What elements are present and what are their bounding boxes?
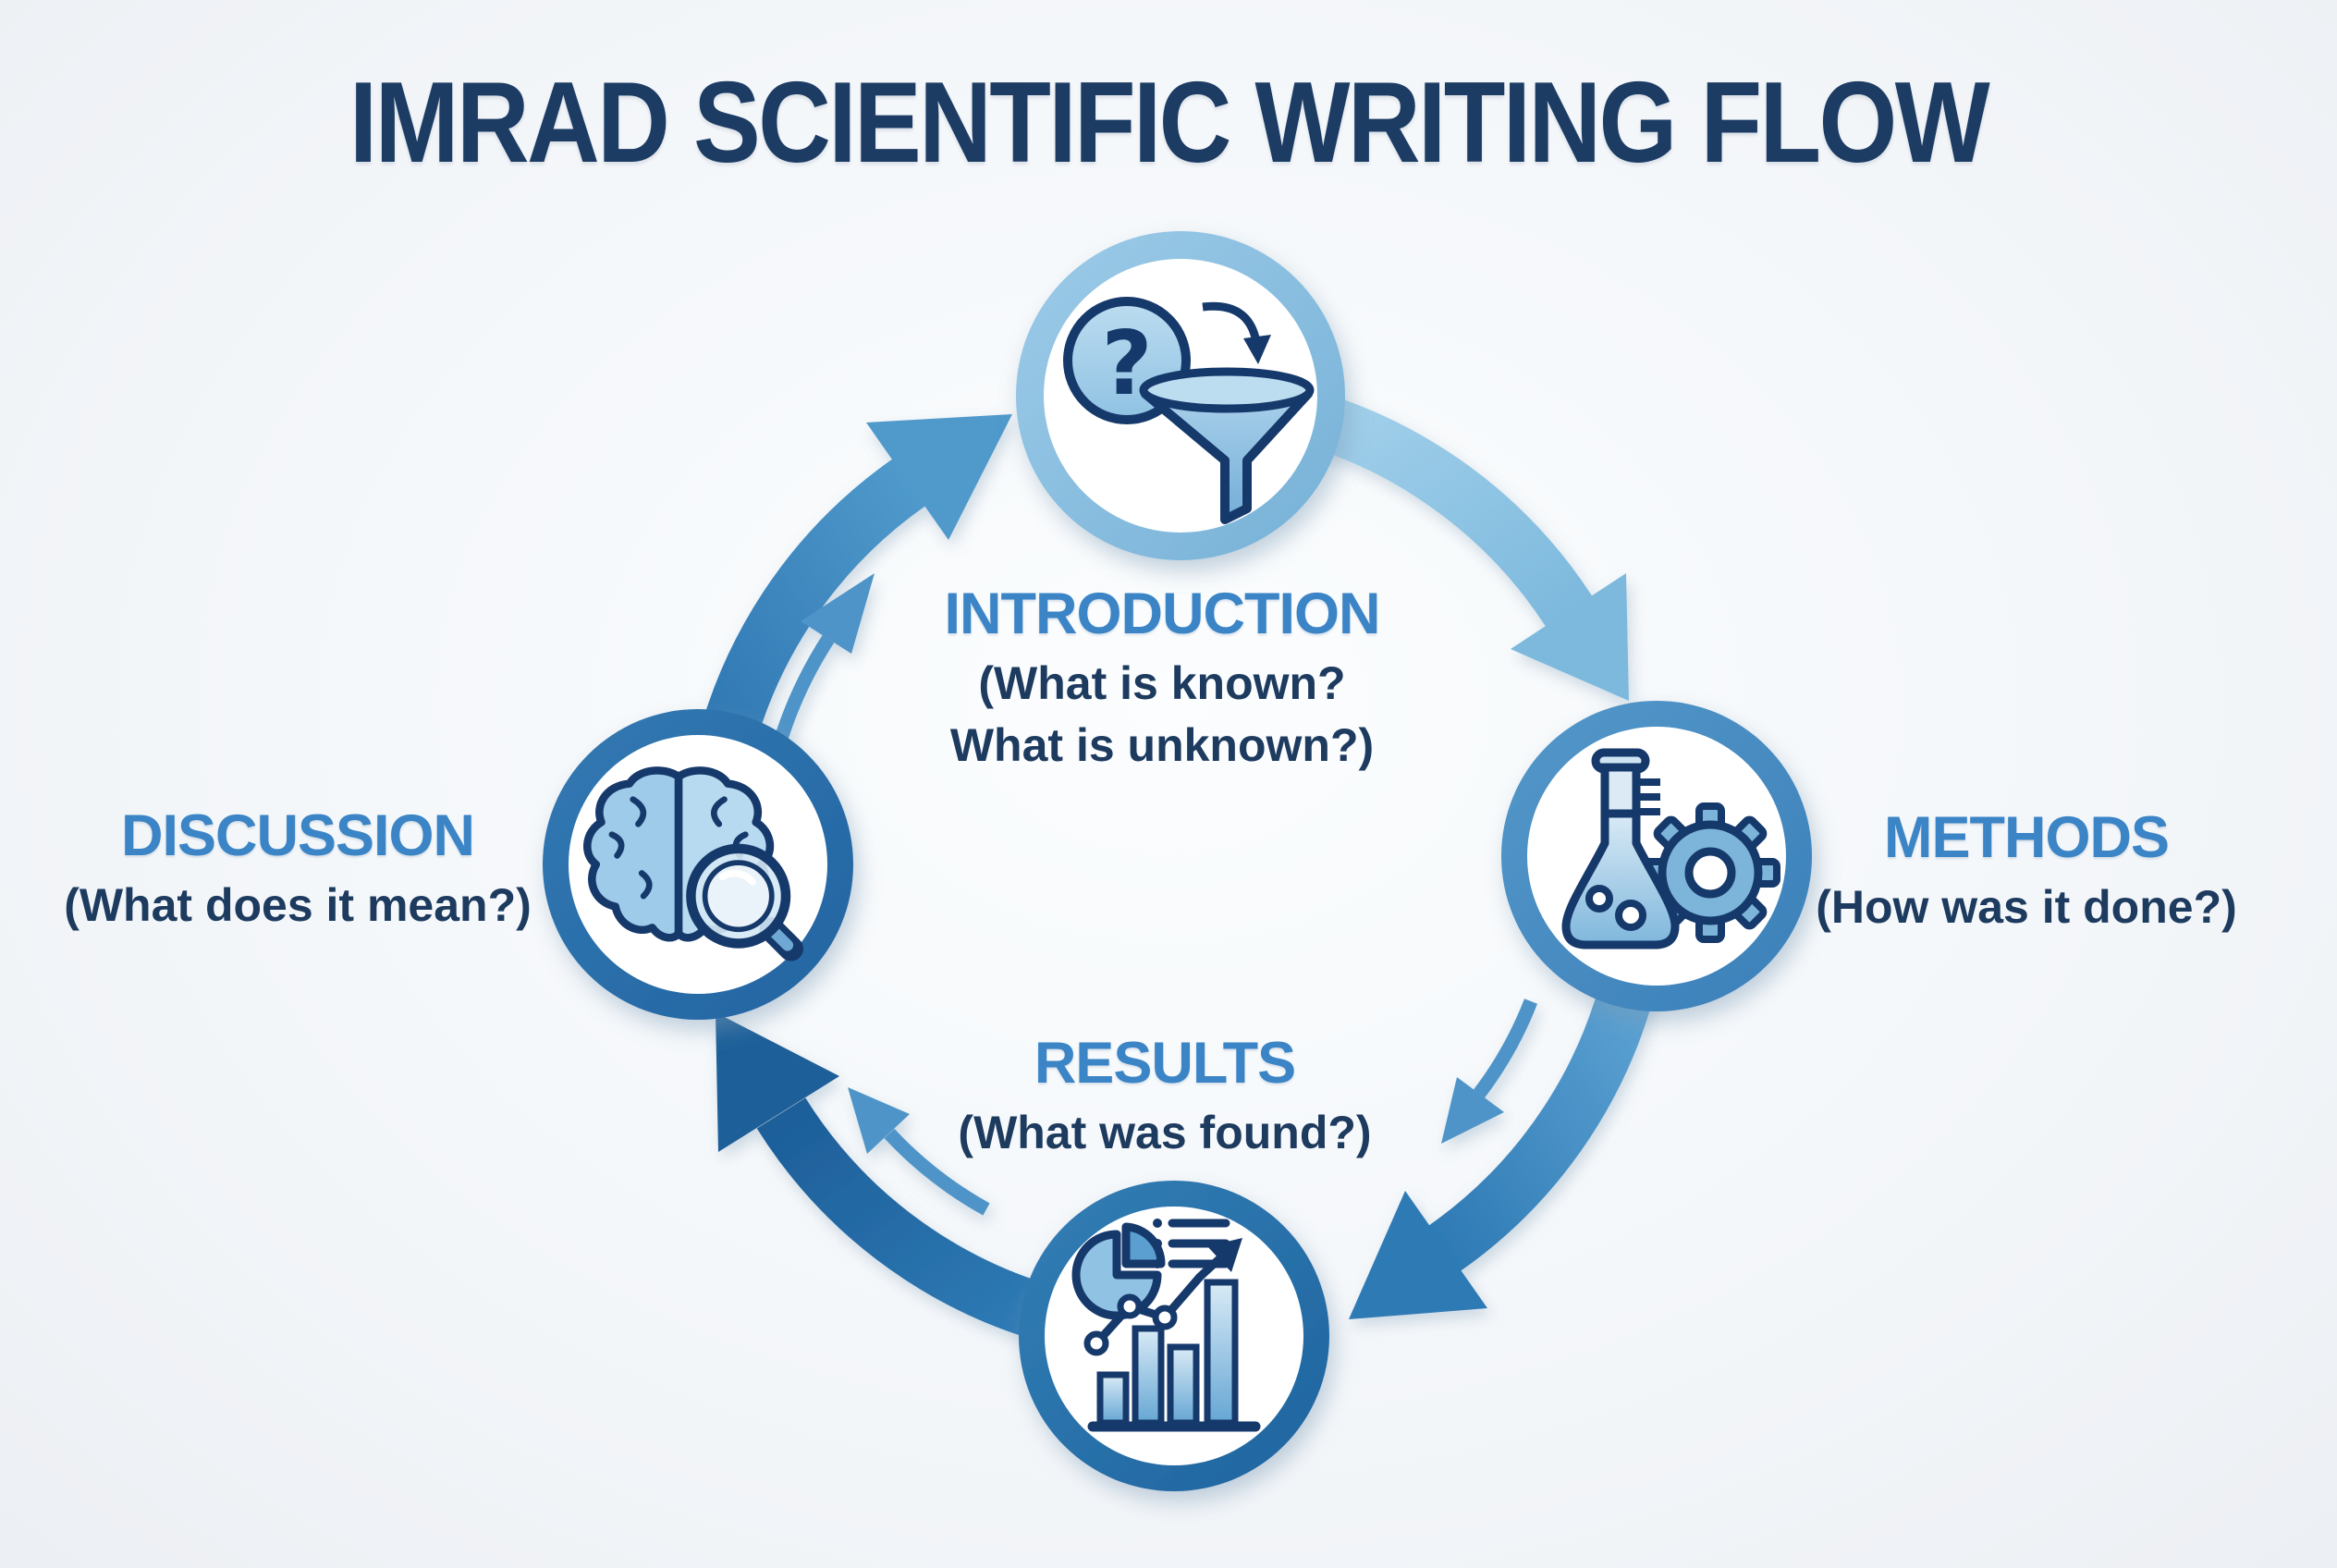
methods-label: METHODS — [1883, 805, 2170, 870]
methods-sublabel: (How was it done?) — [1816, 876, 2237, 938]
node-methods — [1501, 701, 1812, 1011]
introduction-label-block: INTRODUCTION (What is known? What is unk… — [944, 581, 1381, 777]
pie-chart-icon — [1071, 1222, 1166, 1320]
question-funnel-icon: ? — [1063, 297, 1315, 524]
introduction-sublabel: (What is known? What is unknown?) — [945, 653, 1380, 777]
discussion-label-block: DISCUSSION (What does it mean?) — [64, 802, 532, 937]
question-mark-glyph: ? — [1101, 313, 1152, 415]
page-title: IMRAD SCIENTIFIC WRITING FLOW — [349, 59, 1990, 187]
trend-arrow-icon — [1083, 1238, 1242, 1356]
arrowhead-introduction-to-methods — [1511, 573, 1629, 701]
discussion-subline-1: (What does it mean?) — [64, 879, 532, 931]
introduction-subline-1: (What is known? — [978, 657, 1346, 709]
inner-arrow-lower-left — [848, 1087, 990, 1216]
results-label: RESULTS — [1034, 1031, 1296, 1096]
curved-arrow-icon — [1202, 301, 1261, 343]
flask-gear-icon — [1561, 748, 1780, 949]
introduction-label: INTRODUCTION — [944, 582, 1381, 646]
results-label-block: RESULTS (What was found?) — [958, 1030, 1371, 1164]
results-sublabel: (What was found?) — [958, 1102, 1371, 1164]
arrowhead-methods-to-results — [1349, 1191, 1487, 1319]
analytics-chart-icon — [1071, 1219, 1261, 1432]
arrow-methods-to-results — [1428, 956, 1661, 1271]
methods-label-block: METHODS (How was it done?) — [1816, 804, 2237, 938]
results-subline-1: (What was found?) — [958, 1107, 1372, 1158]
arrowhead-results-to-discussion — [716, 1012, 839, 1152]
discussion-label: DISCUSSION — [120, 803, 475, 868]
bar-chart-icon — [1087, 1279, 1261, 1432]
discussion-sublabel: (What does it mean?) — [64, 875, 532, 937]
curved-arrow-head — [1243, 335, 1271, 364]
arrowhead-discussion-to-introduction — [866, 414, 1012, 540]
brain-magnifier-icon — [583, 766, 804, 962]
methods-subline-1: (How was it done?) — [1816, 881, 2237, 933]
introduction-subline-2: What is unknown?) — [949, 719, 1375, 771]
inner-arrow-lower-right — [1441, 998, 1537, 1144]
funnel-rim — [1139, 367, 1315, 413]
flask-icon — [1561, 748, 1680, 949]
magnifier-icon — [686, 843, 804, 962]
